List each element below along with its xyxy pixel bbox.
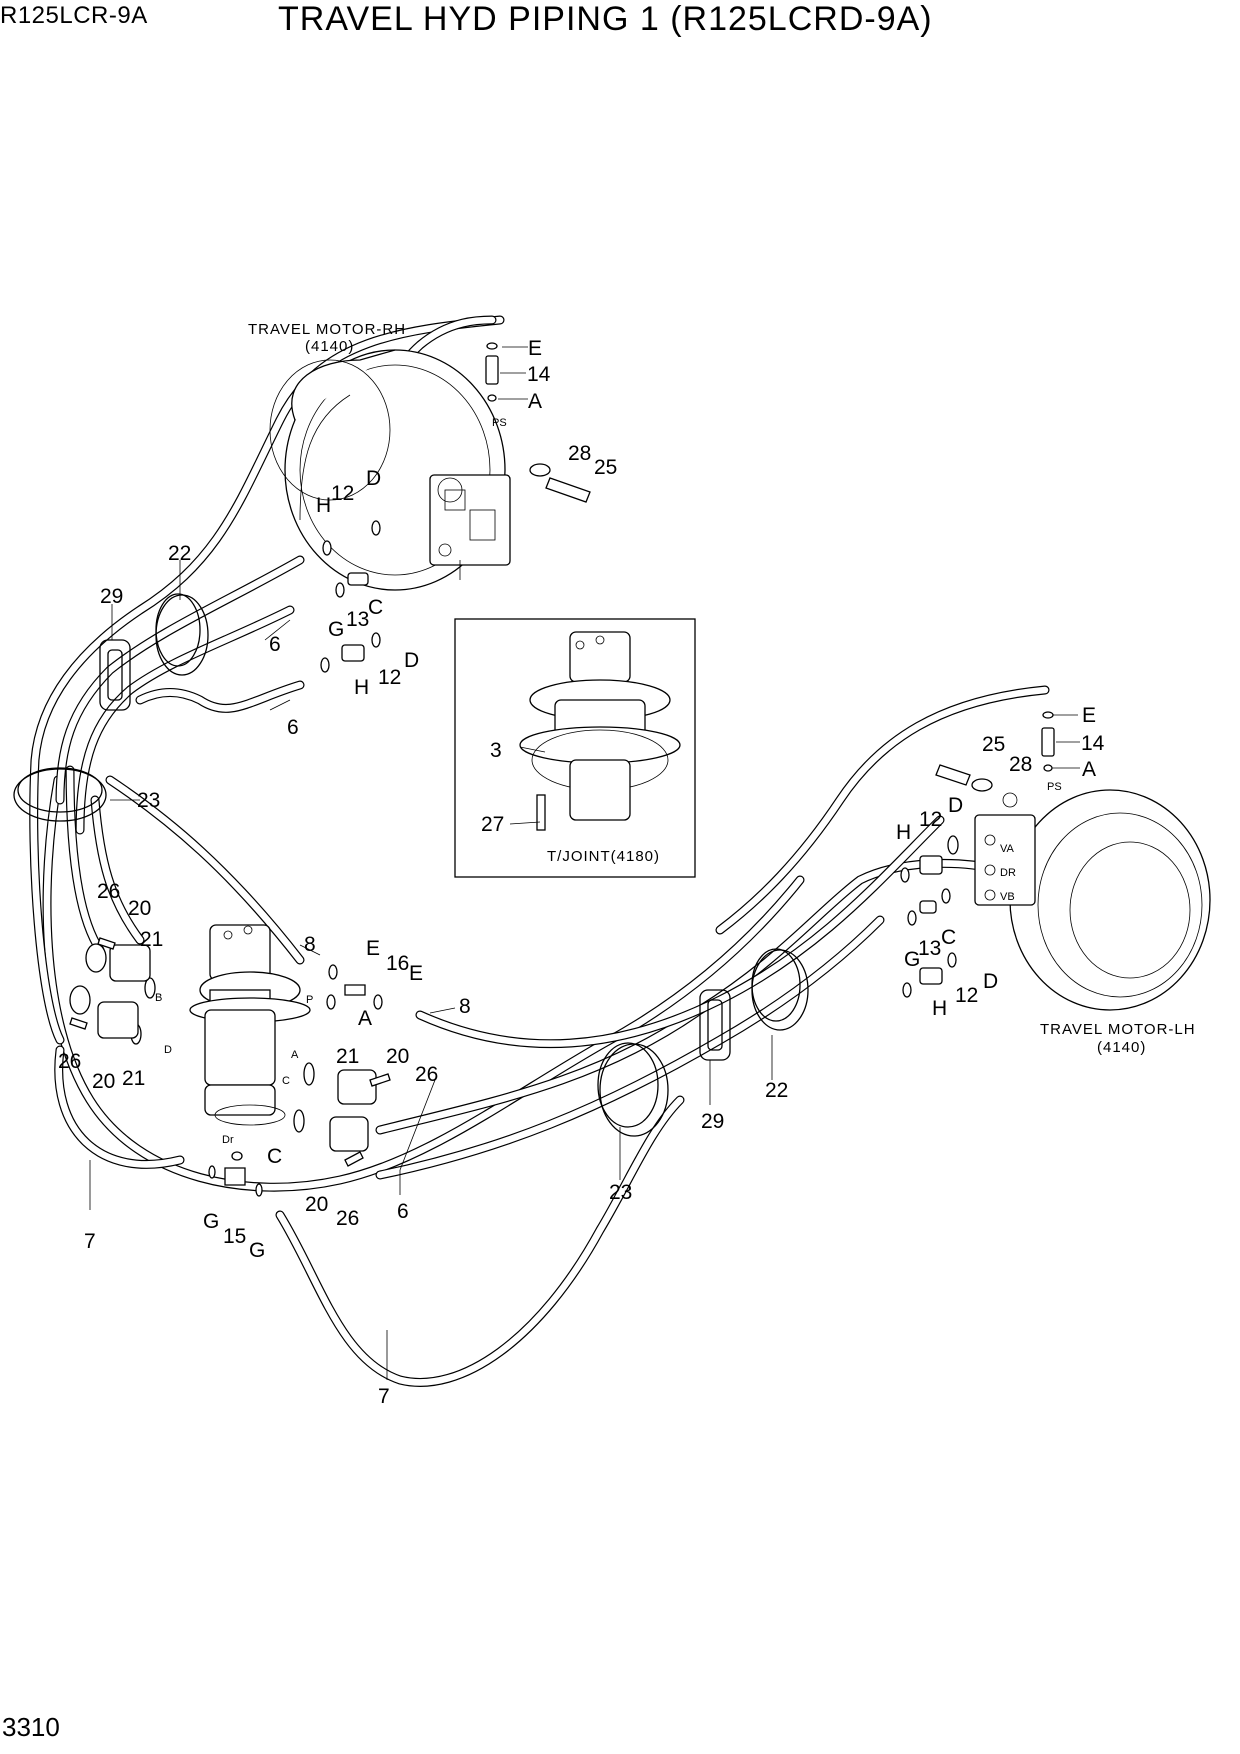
callout-20: 20 [128,897,151,920]
callout-23: 23 [609,1181,632,1204]
callout-A: A [528,390,542,413]
callout-E: E [1082,704,1096,727]
callout-14: 14 [1081,732,1105,755]
callout-22: 22 [765,1079,788,1102]
callout-E: E [409,962,423,985]
callout-G: G [249,1239,265,1262]
port-ps-rh: PS [492,417,507,429]
callout-D: D [366,467,381,490]
travel-motor-lh-drawing [974,789,1211,1011]
callout-29: 29 [701,1110,724,1133]
port-ps-lh: PS [1047,781,1062,793]
clamp-bands [13,593,809,1137]
callout-15: 15 [223,1225,246,1248]
port-dr: Dr [222,1134,234,1146]
callout-21: 21 [140,928,163,951]
callout-20: 20 [305,1193,328,1216]
callout-29: 29 [100,585,123,608]
port-a: A [291,1049,299,1061]
travel-motor-rh-label: TRAVEL MOTOR-RH [248,321,406,338]
callout-13: 13 [918,937,941,960]
callout-16: 16 [386,952,409,975]
callout-6: 6 [287,716,299,739]
callout-27: 27 [481,813,504,836]
callout-25: 25 [982,733,1005,756]
callout-26: 26 [58,1050,81,1073]
callout-12: 12 [955,984,978,1007]
callout-12: 12 [919,808,942,831]
port-c: C [282,1075,290,1087]
callout-C: C [941,926,956,949]
callout-C: C [368,596,383,619]
callout-21: 21 [122,1067,145,1090]
turning-joint-inset [454,618,696,878]
callout-H: H [316,494,331,517]
callout-13: 13 [346,608,369,631]
callout-A: A [358,1007,372,1030]
callout-G: G [904,948,920,971]
callout-labels: TRAVEL MOTOR-RH (4140) TRAVEL MOTOR-LH (… [58,321,1196,1408]
port-b: B [155,992,162,1004]
callout-3: 3 [490,739,502,762]
port-vb: VB [1000,891,1015,903]
callout-C: C [267,1145,282,1168]
callout-6: 6 [397,1200,409,1223]
port-va: VA [1000,843,1015,855]
callout-28: 28 [568,442,591,465]
page-number: 3310 [2,1712,60,1742]
callout-26: 26 [336,1207,359,1230]
callout-12: 12 [378,666,401,689]
callout-D: D [983,970,998,993]
callout-14: 14 [527,363,551,386]
page-title: TRAVEL HYD PIPING 1 (R125LCRD-9A) [278,0,933,38]
callout-22: 22 [168,542,191,565]
turning-joint-label: T/JOINT(4180) [547,848,660,865]
port-dr-lh: DR [1000,867,1016,879]
callout-G: G [328,618,344,641]
callout-A: A [1082,758,1096,781]
port-p: P [306,994,313,1006]
callout-25: 25 [594,456,617,479]
leader-lines [89,346,1080,1380]
travel-motor-rh-ref: (4140) [305,338,354,355]
callout-8: 8 [459,995,471,1018]
callout-D: D [948,794,963,817]
callout-H: H [354,676,369,699]
callout-12: 12 [331,482,354,505]
callout-7: 7 [84,1230,96,1253]
callout-21: 21 [336,1045,359,1068]
model-number: R125LCR-9A [0,2,148,29]
callout-6: 6 [269,633,281,656]
callout-H: H [932,997,947,1020]
callout-H: H [896,821,911,844]
callout-26: 26 [97,880,120,903]
callout-E: E [366,937,380,960]
travel-motor-rh-drawing [269,349,511,591]
callout-20: 20 [386,1045,409,1068]
travel-motor-lh-label: TRAVEL MOTOR-LH [1040,1021,1196,1038]
hose-lines [29,315,1050,1387]
callout-23: 23 [137,789,160,812]
callout-20: 20 [92,1070,115,1093]
travel-motor-lh-ref: (4140) [1097,1039,1146,1056]
callout-D: D [404,649,419,672]
port-d: D [164,1044,172,1056]
callout-8: 8 [304,933,316,956]
fittings [69,342,1055,1197]
callout-26: 26 [415,1063,438,1086]
callout-28: 28 [1009,753,1032,776]
callout-7: 7 [378,1385,390,1408]
callout-E: E [528,337,542,360]
callout-G: G [203,1210,219,1233]
turning-joint-drawing [189,924,311,1126]
